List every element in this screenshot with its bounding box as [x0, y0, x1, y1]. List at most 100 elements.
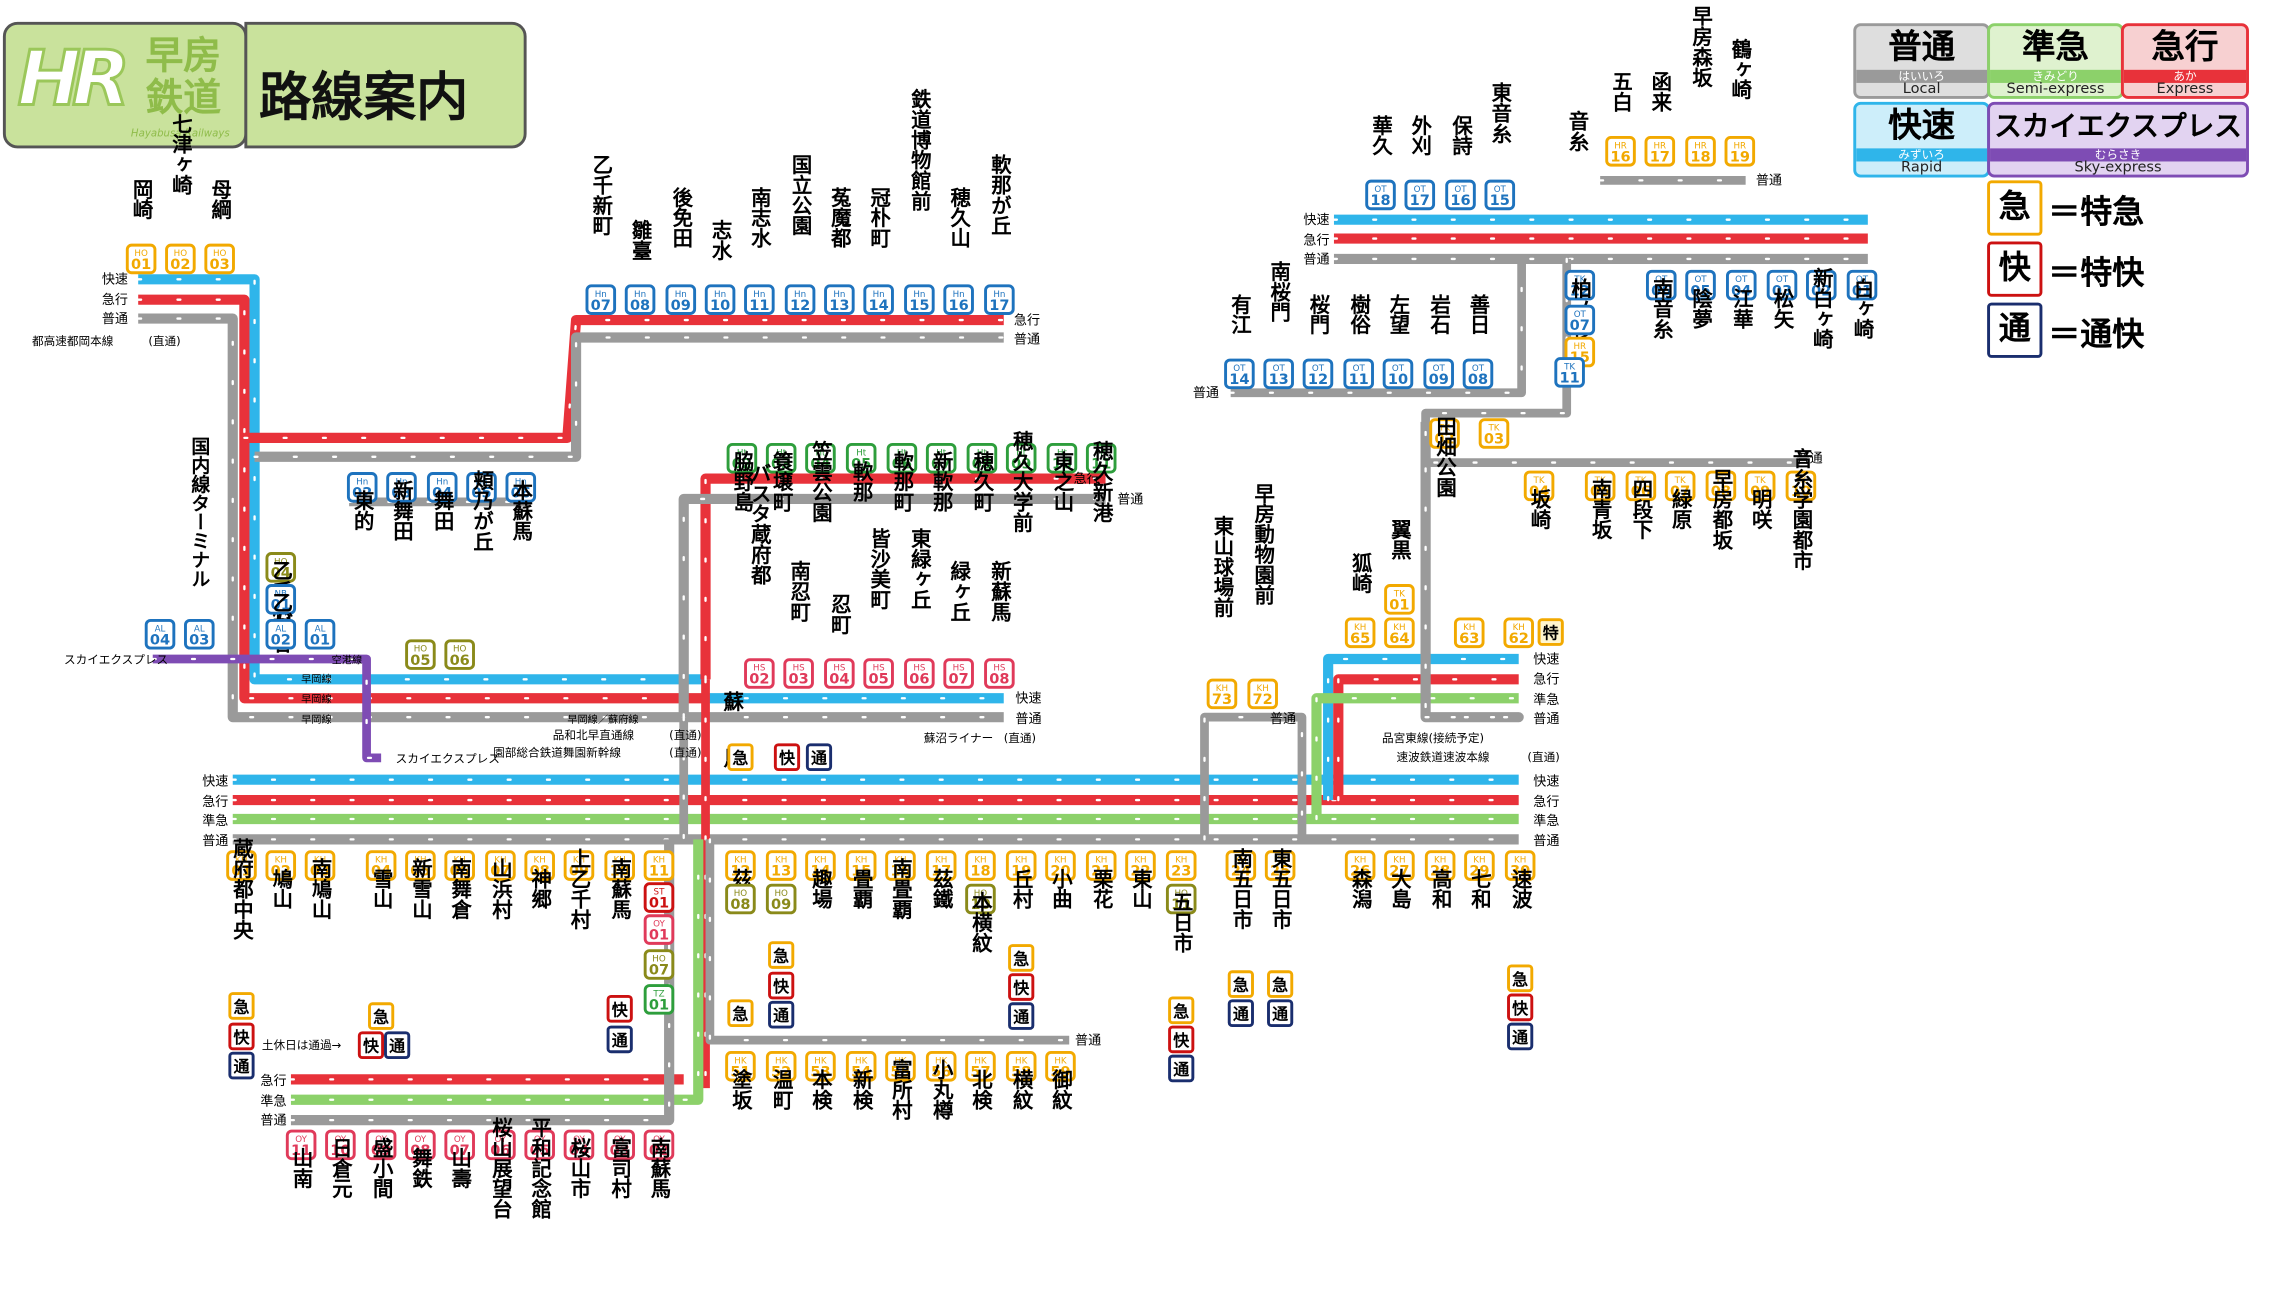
- station-KH62[interactable]: KH62: [1503, 617, 1534, 649]
- station-KH22[interactable]: KH22東山: [1125, 850, 1156, 909]
- station-HK51[interactable]: HK51塗坂: [725, 1051, 756, 1110]
- station-KH25[interactable]: KH25東五日市: [1264, 848, 1296, 930]
- station-HO07[interactable]: HO07: [643, 949, 675, 980]
- station-KH17[interactable]: KH17茲鐵: [925, 850, 957, 910]
- station-Hn10[interactable]: Hn10志水: [704, 220, 736, 315]
- station-KH26[interactable]: KH26森潟: [1344, 850, 1376, 909]
- station-Hn14[interactable]: Hn14冠朴町: [863, 187, 894, 315]
- station-OY10[interactable]: OY10日倉元: [325, 1129, 356, 1199]
- station-KH10[interactable]: KH10南蘇馬: [604, 850, 635, 920]
- station-KH28[interactable]: KH28高和: [1424, 850, 1456, 910]
- station-OT08[interactable]: OT08善日: [1462, 293, 1494, 390]
- station-HK55[interactable]: HK55富所村: [885, 1051, 916, 1120]
- station-Ht06[interactable]: Ht06軟那町: [886, 442, 918, 512]
- station-HK58[interactable]: HK58横紋: [1005, 1051, 1037, 1110]
- station-KH65[interactable]: KH65狐崎: [1344, 552, 1376, 649]
- station-Hn17[interactable]: Hn17軟那が丘: [984, 153, 1015, 315]
- station-Hn02[interactable]: Hn02東的: [346, 472, 378, 531]
- station-HS07[interactable]: HS07緑ヶ丘: [943, 560, 974, 689]
- station-Hn16[interactable]: Hn16穂久山: [943, 186, 974, 315]
- station-HO11[interactable]: HO11五日市: [1165, 883, 1197, 953]
- station-HO03[interactable]: HO03母綱: [204, 179, 235, 275]
- station-KH18[interactable]: KH18: [965, 850, 996, 881]
- station-OY07[interactable]: OY07山壽: [444, 1129, 475, 1189]
- station-OT06[interactable]: OT06南音糸: [1645, 269, 1677, 339]
- station-HO10[interactable]: HO10本横紋: [965, 883, 996, 953]
- station-Hn07[interactable]: Hn07乙千新町: [585, 154, 617, 315]
- station-OY09[interactable]: OY09盛小間: [365, 1129, 397, 1199]
- station-TK05[interactable]: TK05南青坂: [1584, 470, 1616, 540]
- station-OT13[interactable]: OT13南桜門: [1263, 260, 1294, 390]
- station-Ht11[interactable]: Ht11穂久新港: [1085, 440, 1117, 523]
- station-KH14[interactable]: KH14趣場: [805, 850, 836, 909]
- station-KH05[interactable]: KH05新雪山: [405, 850, 436, 920]
- station-KH08[interactable]: KH08神郷: [524, 850, 555, 910]
- station-HS05[interactable]: HS05皆沙美町: [863, 527, 894, 689]
- station-KH15[interactable]: KH15畳覇: [845, 850, 877, 910]
- station-KH29[interactable]: KH29七和: [1464, 850, 1495, 910]
- station-Hn15[interactable]: Hn15鉄道博物館前: [904, 88, 935, 315]
- station-Hn12[interactable]: Hn12国立公園: [784, 154, 816, 315]
- station-KH01[interactable]: KH01蔵府都中央: [226, 837, 257, 940]
- station-HR17[interactable]: HR17函来: [1644, 71, 1676, 167]
- station-KH63[interactable]: KH63: [1453, 617, 1485, 649]
- station-KH03[interactable]: KH03南鳩山: [304, 850, 336, 920]
- station-OT09[interactable]: OT09岩石: [1423, 293, 1454, 390]
- station-OY05[interactable]: OY05平和記念館: [524, 1117, 555, 1220]
- station-OY01[interactable]: OY01: [643, 914, 675, 945]
- station-KH27[interactable]: KH27大島: [1384, 850, 1415, 909]
- station-HS02[interactable]: HS02バスタ蔵府都: [744, 463, 775, 689]
- station-TK02[interactable]: TK02田畑公園: [1429, 416, 1460, 498]
- station-ST01[interactable]: ST01: [643, 882, 675, 913]
- station-Ht02[interactable]: Ht02脇野島: [726, 442, 758, 512]
- station-KH02[interactable]: KH02鳩山: [265, 850, 297, 909]
- station-HK54[interactable]: HK54新検: [845, 1051, 877, 1110]
- station-HR16[interactable]: HR16五白: [1605, 71, 1636, 167]
- station-KH04[interactable]: KH04雪山: [365, 850, 397, 909]
- station-TK03[interactable]: TK03: [1478, 418, 1510, 449]
- station-KH13[interactable]: KH13: [765, 850, 797, 881]
- station-Hn09[interactable]: Hn09後免田: [665, 186, 697, 315]
- station-AL03[interactable]: AL03: [184, 618, 215, 650]
- station-OT17[interactable]: OT17外刈: [1404, 114, 1436, 211]
- station-OT15[interactable]: OT15東音糸: [1484, 82, 1516, 211]
- station-OY03[interactable]: OY03富司村: [604, 1129, 635, 1199]
- station-AL01[interactable]: AL01: [304, 618, 336, 650]
- station-Ht10[interactable]: Ht10東之山: [1046, 442, 1078, 512]
- station-HO09[interactable]: HO09: [765, 883, 797, 915]
- station-Hn05[interactable]: Hn05頬乃が丘: [466, 470, 497, 552]
- station-OT14[interactable]: OT14有江: [1224, 293, 1255, 390]
- station-KH30[interactable]: KH30速波: [1504, 850, 1536, 910]
- station-TK07[interactable]: TK07緑原: [1664, 470, 1696, 530]
- station-HO01[interactable]: HO01岡崎: [125, 179, 157, 275]
- station-KH64[interactable]: KH64: [1384, 617, 1415, 649]
- station-TK10[interactable]: TK10音糸学園都市: [1785, 447, 1817, 570]
- station-OT12[interactable]: OT12桜門: [1302, 293, 1334, 390]
- station-AL02[interactable]: AL02: [265, 618, 297, 650]
- station-Hn06[interactable]: Hn06本蘇馬: [505, 472, 537, 542]
- station-Hn11[interactable]: Hn11南志水: [744, 186, 775, 315]
- station-KH19[interactable]: KH19丘村: [1005, 850, 1037, 909]
- station-HK53[interactable]: HK53本検: [805, 1051, 836, 1110]
- station-KH11[interactable]: KH11: [643, 850, 675, 881]
- station-OT04[interactable]: OT04江華: [1726, 269, 1757, 329]
- station-TK01[interactable]: TK01翼黒: [1384, 519, 1415, 615]
- station-KH20[interactable]: KH20小曲: [1045, 850, 1076, 910]
- station-HK52[interactable]: HK52温町: [765, 1051, 797, 1110]
- station-KH09[interactable]: KH09上乙千村: [563, 848, 595, 930]
- station-OT18[interactable]: OT18華久: [1365, 115, 1396, 211]
- station-KH06[interactable]: KH06南舞倉: [444, 850, 475, 920]
- station-OY02[interactable]: OY02南蘇馬: [643, 1129, 675, 1199]
- station-HS06[interactable]: HS06東緑ヶ丘: [904, 528, 935, 689]
- station-KH73[interactable]: KH73東山球場前: [1206, 516, 1238, 710]
- station-Ht03[interactable]: Ht03簑壌町: [765, 442, 797, 512]
- station-HK56[interactable]: HK56小丸樽: [925, 1051, 957, 1121]
- station-OT03[interactable]: OT03松矢: [1766, 269, 1798, 329]
- station-TK11[interactable]: TK11: [1554, 357, 1585, 388]
- station-OY08[interactable]: OY08舞鉄: [405, 1129, 436, 1189]
- station-HO05[interactable]: HO05: [405, 639, 436, 670]
- station-Hn04[interactable]: Hn04舞田: [426, 472, 458, 531]
- station-KH24[interactable]: KH24南五日市: [1225, 847, 1257, 930]
- station-Hn13[interactable]: Hn13菟魔都: [824, 186, 855, 315]
- station-HO06[interactable]: HO06: [444, 639, 475, 670]
